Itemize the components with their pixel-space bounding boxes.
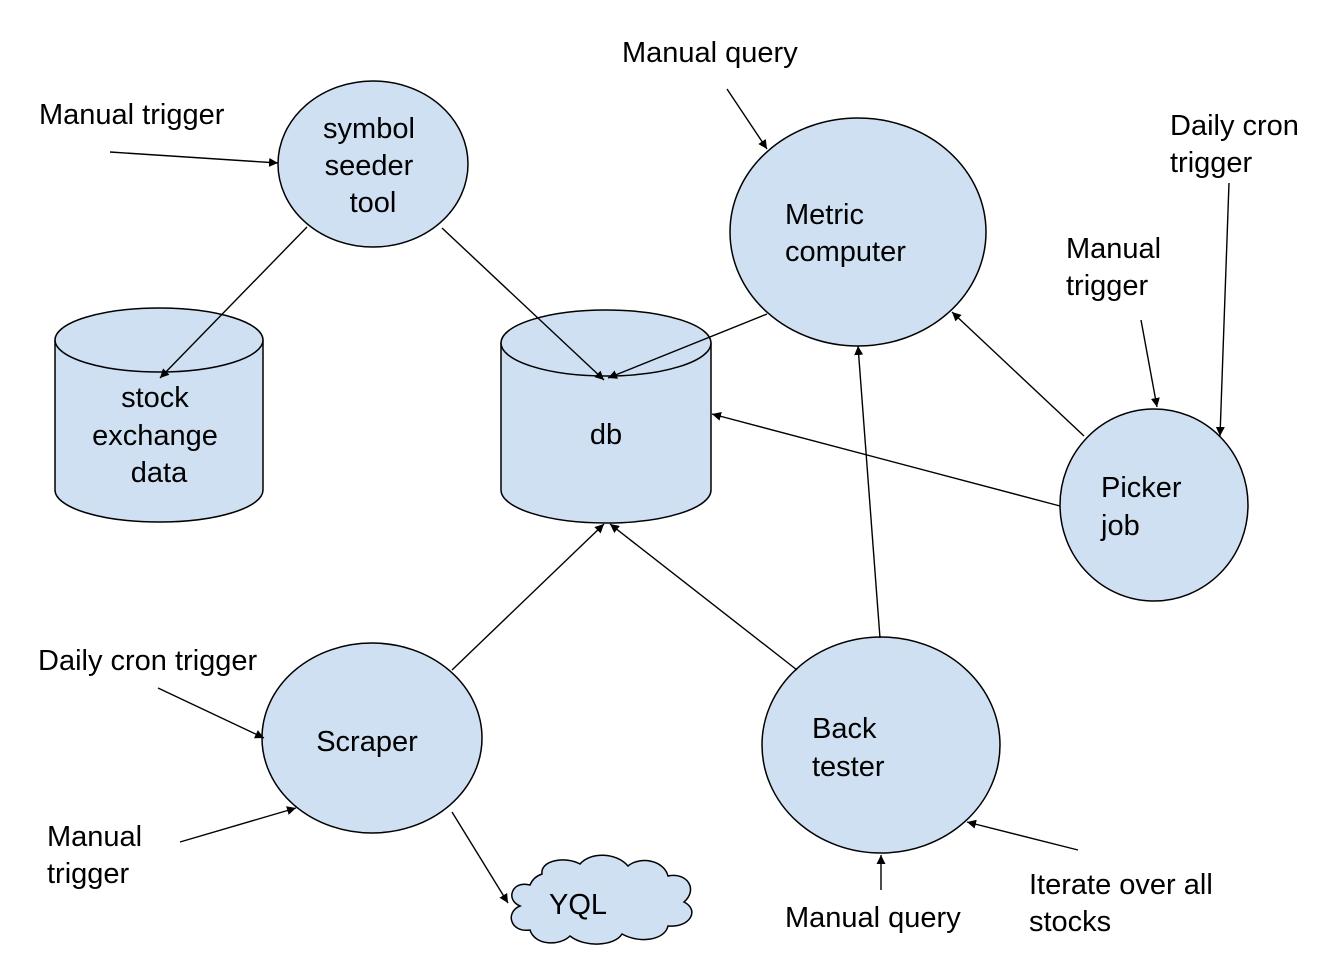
back-tester-label: Back tester: [812, 713, 885, 783]
edge-scraper-to-yql: [451, 811, 509, 904]
stock-exchange-line-2: exchange: [92, 420, 218, 452]
db-label: db: [590, 419, 622, 451]
symbol-seeder-label: symbol seeder tool: [323, 113, 423, 219]
annotation-manual-trigger-scraper-line-2: trigger: [47, 858, 130, 890]
annotation-manual-query-backtester-line-1: Manual query: [785, 902, 961, 934]
picker-job-label: Picker job: [1100, 472, 1190, 542]
stock-exchange-data-node: [54, 307, 264, 523]
back-tester-node: [761, 636, 1001, 854]
arrow-manual-query-metric: [726, 88, 768, 150]
annotation-manual-query-metric: Manual query: [622, 37, 798, 69]
back-tester-line-1: Back: [812, 713, 877, 745]
arrow-daily-cron-scraper: [157, 687, 265, 739]
annotation-daily-cron-picker-line-2: trigger: [1170, 147, 1253, 179]
edge-picker-to-db: [711, 411, 1061, 507]
stock-exchange-line-1: stock: [121, 382, 189, 414]
arrow-manual-trigger-picker: [1140, 319, 1160, 408]
edge-seeder-to-db: [441, 227, 605, 381]
symbol-seeder-node: [277, 80, 469, 248]
annotation-iterate-stocks: Iterate over all stocks: [1029, 869, 1221, 938]
metric-computer-line-2: computer: [785, 236, 906, 268]
symbol-seeder-line-3: tool: [350, 187, 397, 219]
metric-computer-node: [729, 117, 987, 347]
arrow-manual-trigger-scraper: [179, 806, 297, 843]
db-line-1: db: [590, 419, 622, 451]
annotation-daily-cron-scraper: Daily cron trigger: [38, 645, 258, 677]
edge-picker-to-metric: [951, 311, 1085, 437]
picker-job-line-2: job: [1100, 510, 1140, 542]
annotation-manual-trigger-scraper: Manual trigger: [47, 821, 150, 890]
edge-metric-to-db: [607, 313, 768, 379]
db-node: [500, 309, 712, 524]
annotation-iterate-stocks-line-1: Iterate over all: [1029, 869, 1213, 901]
yql-line-1: YQL: [549, 889, 607, 921]
symbol-seeder-line-1: symbol: [323, 113, 415, 145]
annotation-daily-cron-picker: Daily cron trigger: [1170, 110, 1307, 179]
stock-exchange-line-3: data: [131, 457, 188, 489]
annotation-manual-trigger-seeder: Manual trigger: [39, 99, 225, 131]
back-tester-line-2: tester: [812, 751, 885, 783]
metric-computer-label: Metric computer: [785, 199, 906, 268]
annotation-iterate-stocks-line-2: stocks: [1029, 906, 1111, 938]
metric-computer-line-1: Metric: [785, 199, 864, 231]
picker-job-line-1: Picker: [1101, 472, 1182, 504]
edge-seeder-to-stock-exchange: [159, 226, 308, 379]
annotation-manual-trigger-scraper-line-1: Manual: [47, 821, 142, 853]
annotation-daily-cron-scraper-line-1: Daily cron trigger: [38, 645, 258, 677]
edge-scraper-to-db: [451, 523, 605, 671]
symbol-seeder-line-2: seeder: [325, 150, 414, 182]
annotation-manual-query-metric-line-1: Manual query: [622, 37, 798, 69]
arrow-manual-trigger-seeder: [109, 151, 279, 167]
picker-job-node: [1059, 408, 1249, 602]
scraper-label: Scraper: [316, 726, 418, 758]
arrow-iterate-stocks: [966, 819, 1079, 851]
annotation-manual-query-backtester: Manual query: [785, 902, 961, 934]
yql-cloud-node: [510, 854, 693, 945]
annotation-manual-trigger-picker-line-2: trigger: [1066, 270, 1149, 302]
scraper-line-1: Scraper: [316, 726, 418, 758]
stock-exchange-label: stock exchange data: [92, 382, 226, 489]
annotation-manual-trigger-seeder-line-1: Manual trigger: [39, 99, 225, 131]
arrow-daily-cron-picker: [1215, 182, 1230, 437]
annotation-manual-trigger-picker-line-1: Manual: [1066, 233, 1161, 265]
yql-label: YQL: [549, 889, 607, 921]
edge-backtester-to-db: [609, 523, 798, 671]
annotation-daily-cron-picker-line-1: Daily cron: [1170, 110, 1299, 142]
edge-backtester-to-metric: [854, 345, 881, 639]
annotation-manual-trigger-picker: Manual trigger: [1066, 233, 1169, 302]
